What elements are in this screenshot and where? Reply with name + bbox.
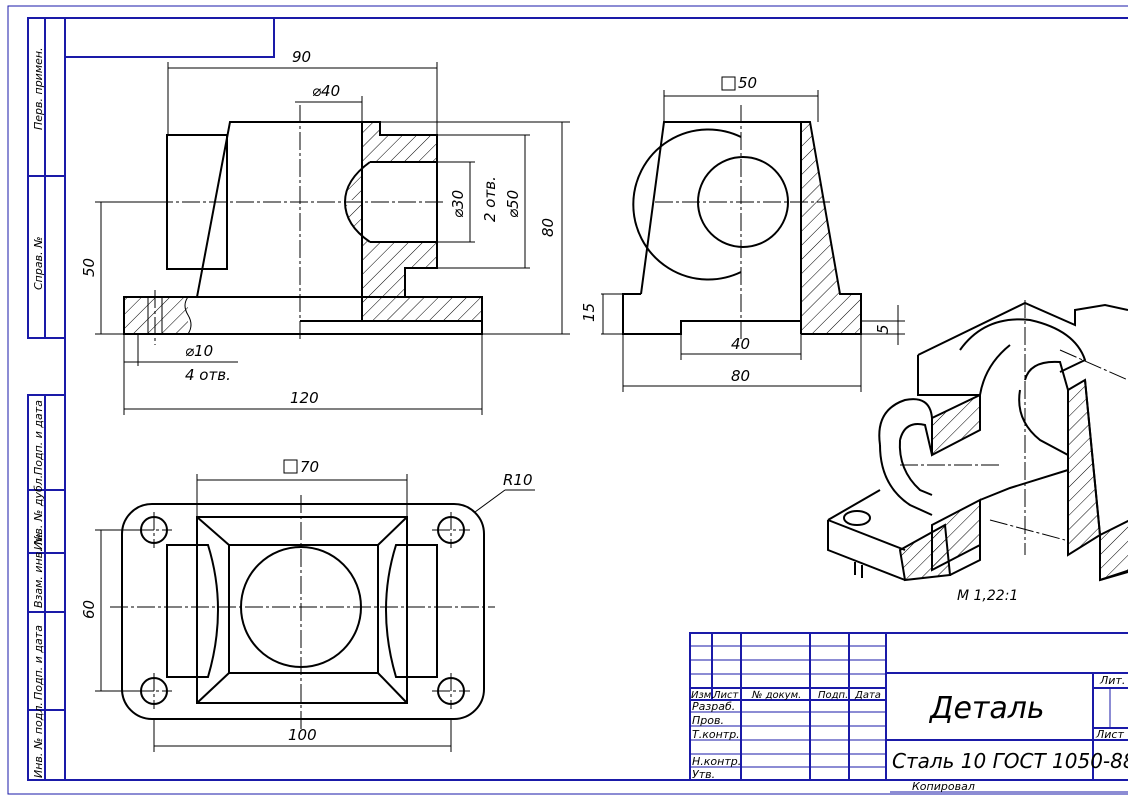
role-tcontrol: Т.контр.: [692, 728, 740, 741]
title-block-thin-lines: [690, 645, 1128, 793]
dim-15: 15: [580, 303, 598, 322]
front-view-dimensions: [95, 62, 570, 415]
side-view: [622, 121, 862, 335]
hdr-date: Дата: [854, 690, 881, 701]
role-ncontrol: Н.контр.: [692, 755, 741, 768]
side-label: Перв. примен.: [32, 47, 45, 130]
dim-5: 5: [874, 324, 892, 334]
dim-40: 40: [731, 335, 750, 353]
side-view-dimensions: [601, 76, 905, 392]
dim-d10: ⌀10: [185, 342, 213, 360]
dim-4-holes: 4 отв.: [185, 366, 231, 384]
dim-120: 120: [290, 389, 319, 407]
side-view-axes: [655, 105, 830, 340]
title-block-text: Изм. Лист № докум. Подп. Дата Разраб. Пр…: [691, 674, 1128, 793]
role-checker: Пров.: [692, 714, 724, 727]
dim-r10: R10: [503, 471, 533, 489]
front-hatch-lower: [345, 205, 482, 321]
side-label: Справ. №: [32, 236, 45, 290]
front-view-axes: [154, 105, 445, 345]
isometric-view: [827, 301, 1128, 582]
dim-100: 100: [288, 726, 317, 744]
dim-50: 50: [80, 258, 98, 277]
dim-d30: ⌀30: [449, 190, 467, 218]
dim-60: 60: [80, 600, 98, 619]
side-hatch: [801, 122, 861, 334]
copied-label: Копировал: [912, 780, 975, 793]
dim-80-side: 80: [731, 367, 750, 385]
side-label: Подп. и дата: [32, 625, 45, 700]
top-view: [121, 503, 485, 720]
dim-sq50: 50: [738, 74, 757, 92]
iso-axes: [900, 300, 1128, 555]
side-labels: Перв. примен. Справ. № Подп. и дата Инв.…: [32, 47, 45, 778]
side-label: Подп. и дата: [32, 400, 45, 475]
hdr-doc: № докум.: [751, 690, 801, 701]
role-approved: Утв.: [692, 768, 715, 781]
dim-2-holes: 2 отв.: [481, 176, 499, 222]
dim-90: 90: [292, 48, 311, 66]
iso-scale: M 1,22:1: [957, 588, 1018, 604]
title-block: [689, 632, 1128, 781]
hdr-sign: Подп.: [818, 690, 848, 701]
top-view-dimensions: [95, 459, 535, 752]
dim-80: 80: [539, 218, 557, 237]
front-view: [123, 121, 483, 335]
part-title: Деталь: [928, 691, 1045, 726]
iso-hatch-3: [898, 523, 952, 582]
iso-hatch-5: [1099, 519, 1128, 582]
dim-d50: ⌀50: [504, 190, 522, 218]
dim-d40: ⌀40: [312, 82, 340, 100]
top-view-dim-text: 70 R10 60 100: [80, 458, 533, 744]
front-view-dim-text: 90 ⌀40 ⌀30 2 отв. ⌀50 80 50 ⌀10 4 отв. 1…: [80, 48, 557, 407]
dim-sq70: 70: [300, 458, 319, 476]
side-view-dim-text: 50 15 5 40 80: [580, 74, 892, 385]
iso-hatch-1: [931, 393, 981, 457]
drawing-frame: [7, 5, 1128, 795]
lit-label: Лит.: [1099, 674, 1125, 687]
hdr-izm: Изм.: [691, 690, 715, 701]
iso-hatch-4: [1067, 378, 1102, 557]
role-developer: Разраб.: [692, 700, 735, 713]
material: Сталь 10 ГОСТ 1050-88: [892, 749, 1128, 773]
hdr-list: Лист: [712, 690, 740, 701]
side-label: Взам. инв. №: [32, 533, 45, 608]
sheet-label: Лист: [1095, 728, 1124, 741]
side-label: Инв. № подл.: [32, 702, 45, 778]
side-label: Инв. № дубл.: [32, 475, 45, 550]
